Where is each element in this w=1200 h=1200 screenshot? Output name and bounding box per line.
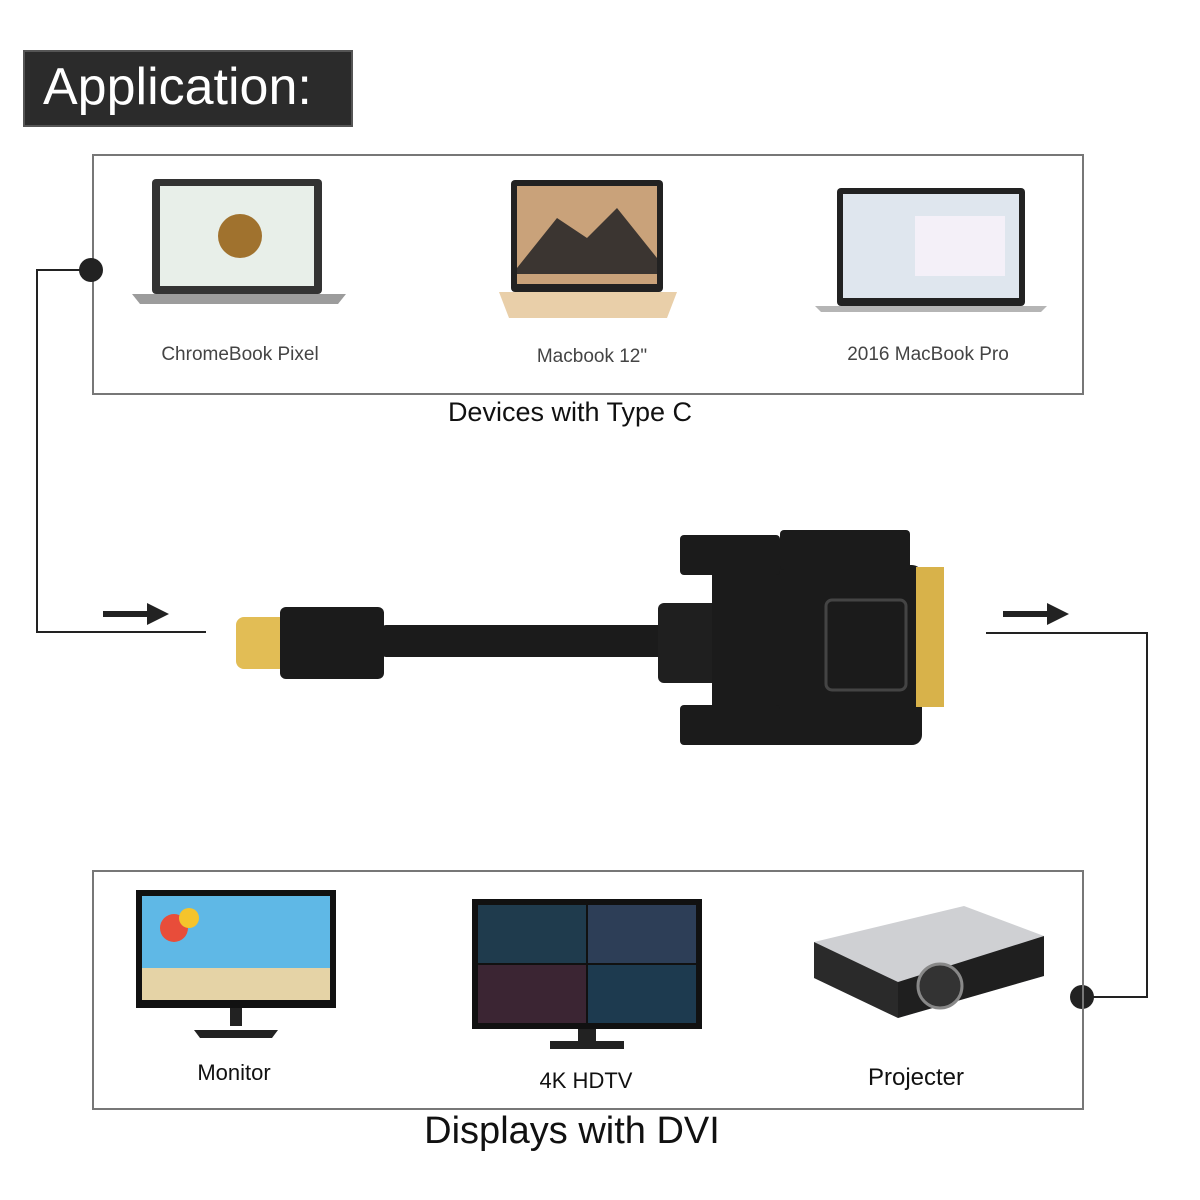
connector-line <box>36 269 86 271</box>
display-label: 4K HDTV <box>539 1068 633 1093</box>
usb-c-to-dvi-cable-image <box>236 530 944 745</box>
chromebook-laptop-image <box>132 179 346 304</box>
device-label: Macbook 12" <box>536 346 648 367</box>
display-caption: Displays with DVI <box>424 1110 720 1152</box>
display-label: Projecter <box>867 1064 965 1091</box>
connector-line <box>36 631 206 633</box>
connector-line <box>1085 996 1148 998</box>
macbook-12-image <box>499 180 677 318</box>
display-label: Monitor <box>197 1060 271 1085</box>
macbook-pro-image <box>815 188 1047 312</box>
connector-line <box>1146 632 1148 998</box>
display-devices-box <box>92 870 1084 1110</box>
device-label: 2016 MacBook Pro <box>847 344 1009 365</box>
device-label: ChromeBook Pixel <box>161 344 319 365</box>
connector-line <box>36 269 38 633</box>
source-caption: Devices with Type C <box>447 397 693 427</box>
projector-image <box>814 906 1044 1018</box>
4k-hdtv-image <box>472 899 702 1049</box>
arrow-right-icon <box>103 603 169 625</box>
application-heading: Application: <box>23 50 353 127</box>
arrow-right-icon <box>1003 603 1069 625</box>
monitor-image <box>136 890 336 1038</box>
connector-line <box>986 632 1148 634</box>
